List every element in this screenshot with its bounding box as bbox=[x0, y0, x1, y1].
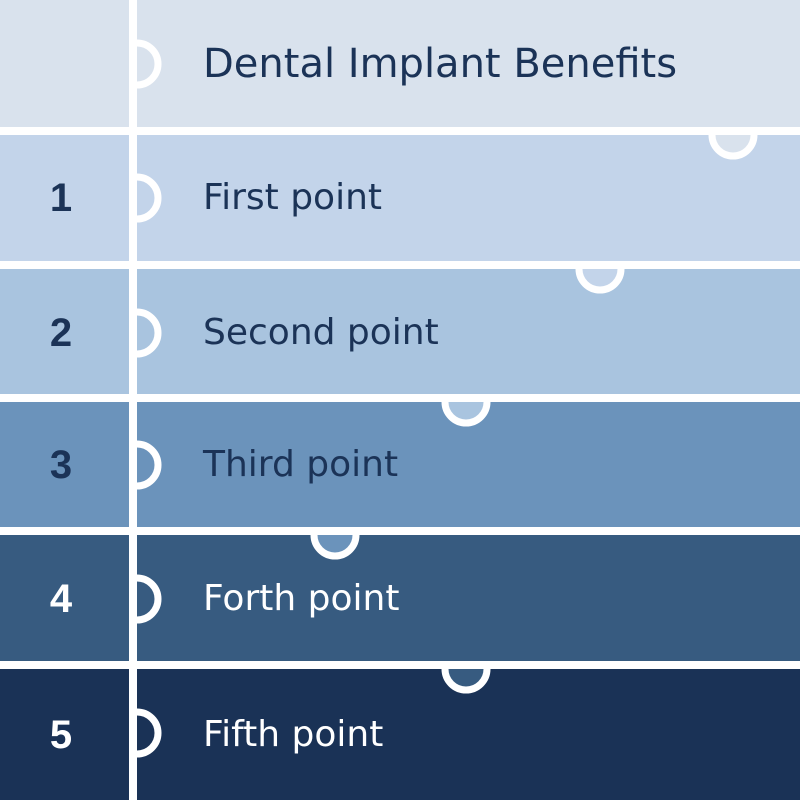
row-label-2: Second point bbox=[203, 312, 439, 353]
row-label-1: First point bbox=[203, 177, 383, 218]
puzzle-knob-3 bbox=[136, 440, 162, 490]
row-number-1: 1 bbox=[49, 176, 73, 220]
row-number-5: 5 bbox=[49, 713, 73, 757]
row-number-2: 2 bbox=[49, 311, 73, 355]
puzzle-knob-0 bbox=[136, 39, 162, 89]
row-label-3: Third point bbox=[203, 444, 399, 485]
puzzle-knob-2 bbox=[136, 308, 162, 358]
row-number-3: 3 bbox=[49, 443, 73, 487]
puzzle-tab-1 bbox=[708, 134, 758, 160]
page-title: Dental Implant Benefits bbox=[203, 41, 678, 87]
puzzle-tab-4 bbox=[310, 534, 360, 560]
puzzle-knob-1 bbox=[136, 173, 162, 223]
row-label-4: Forth point bbox=[203, 578, 400, 619]
puzzle-knob-5 bbox=[136, 708, 162, 758]
puzzle-tab-5 bbox=[441, 668, 491, 694]
puzzle-tab-3 bbox=[441, 401, 491, 427]
puzzle-tab-2 bbox=[575, 268, 625, 294]
puzzle-knob-4 bbox=[136, 574, 162, 624]
row-number-4: 4 bbox=[49, 577, 73, 621]
row-label-5: Fifth point bbox=[203, 714, 384, 755]
